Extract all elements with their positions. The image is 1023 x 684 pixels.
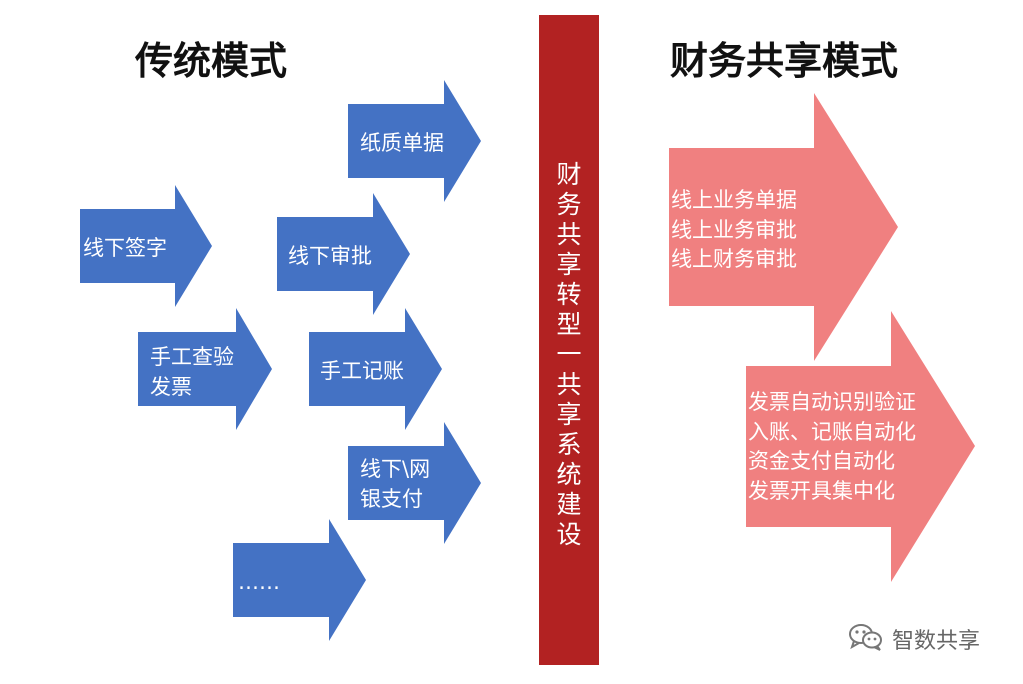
divider-char: 系 bbox=[556, 430, 582, 459]
divider-char: 共 bbox=[556, 220, 582, 249]
arrow-label: 线下审批 bbox=[288, 241, 372, 271]
arrow-label-line: 入账、记账自动化 bbox=[748, 419, 916, 444]
arrow-offline-signature: 线下签字 bbox=[80, 185, 212, 307]
arrow-label: 发票自动识别验证 入账、记账自动化 资金支付自动化 发票开具集中化 bbox=[748, 388, 916, 506]
transition-divider: 财务共享转型一共享系统建设 bbox=[539, 15, 599, 665]
divider-text: 财务共享转型一共享系统建设 bbox=[539, 160, 599, 550]
arrow-paper-documents: 纸质单据 bbox=[348, 80, 481, 202]
divider-char: 设 bbox=[556, 520, 582, 549]
arrow-label-line: 线上业务单据 bbox=[671, 188, 797, 212]
arrow-label-line: 手工查验 bbox=[150, 345, 234, 369]
arrow-shape bbox=[348, 80, 481, 202]
arrow-ellipsis: …… bbox=[233, 519, 366, 641]
arrow-label-line: 线下\网 bbox=[360, 457, 431, 481]
divider-char: 财 bbox=[556, 160, 582, 189]
divider-char: 建 bbox=[556, 490, 582, 519]
arrow-label: 线下签字 bbox=[83, 233, 167, 263]
arrow-label-line: …… bbox=[238, 570, 280, 594]
arrow-manual-bookkeeping: 手工记账 bbox=[309, 308, 442, 430]
left-title: 传统模式 bbox=[135, 39, 288, 83]
arrow-label-line: 线上业务审批 bbox=[671, 217, 797, 242]
arrow-shape bbox=[746, 311, 975, 582]
divider-char: 统 bbox=[556, 460, 582, 489]
arrow-label-line: 发票开具集中化 bbox=[748, 478, 895, 503]
arrow-label: 手工记账 bbox=[320, 356, 404, 386]
arrow-label-line: 线下签字 bbox=[83, 236, 167, 260]
arrow-label-line: 线下审批 bbox=[288, 244, 372, 268]
arrow-shape bbox=[138, 308, 272, 430]
arrow-label: 手工查验 发票 bbox=[150, 342, 234, 402]
arrow-label-line: 资金支付自动化 bbox=[748, 449, 895, 473]
divider-char: 一 bbox=[556, 340, 582, 369]
arrow-shape bbox=[309, 308, 442, 430]
arrow-shape bbox=[277, 193, 410, 315]
arrow-label: 纸质单据 bbox=[360, 128, 444, 158]
arrow-offline-approval: 线下审批 bbox=[277, 193, 410, 315]
arrow-label: 线下\网 银支付 bbox=[360, 454, 430, 514]
arrow-label-line: 手工记账 bbox=[320, 359, 404, 383]
watermark-text: 智数共享 bbox=[892, 629, 981, 654]
divider-char: 型 bbox=[556, 310, 582, 339]
arrow-shape bbox=[80, 185, 212, 307]
divider-char: 共 bbox=[556, 370, 582, 399]
arrow-label: …… bbox=[238, 567, 280, 597]
divider-char: 转 bbox=[556, 280, 582, 309]
arrow-shape bbox=[348, 422, 481, 544]
arrow-label: 线上业务单据 线上业务审批 线上财务审批 bbox=[671, 186, 797, 275]
arrow-label-line: 银支付 bbox=[360, 487, 423, 511]
arrow-label-line: 纸质单据 bbox=[360, 131, 444, 155]
arrow-label-line: 线上财务审批 bbox=[671, 247, 797, 271]
arrow-offline-online-bank-payment: 线下\网 银支付 bbox=[348, 422, 481, 544]
divider-char: 享 bbox=[556, 250, 582, 279]
divider-char: 务 bbox=[556, 190, 582, 219]
divider-char: 享 bbox=[556, 400, 582, 429]
arrow-manual-invoice-check: 手工查验 发票 bbox=[138, 308, 272, 430]
arrow-label-line: 发票 bbox=[150, 375, 192, 399]
watermark: 智数共享 bbox=[848, 622, 980, 656]
arrow-automation: 发票自动识别验证 入账、记账自动化 资金支付自动化 发票开具集中化 bbox=[746, 311, 975, 582]
right-title: 财务共享模式 bbox=[670, 39, 899, 83]
arrow-label-line: 发票自动识别验证 bbox=[748, 390, 916, 414]
wechat-icon bbox=[848, 622, 884, 656]
arrow-online-processing: 线上业务单据 线上业务审批 线上财务审批 bbox=[669, 93, 898, 361]
arrow-shape bbox=[669, 93, 898, 361]
arrow-shape bbox=[233, 519, 366, 641]
